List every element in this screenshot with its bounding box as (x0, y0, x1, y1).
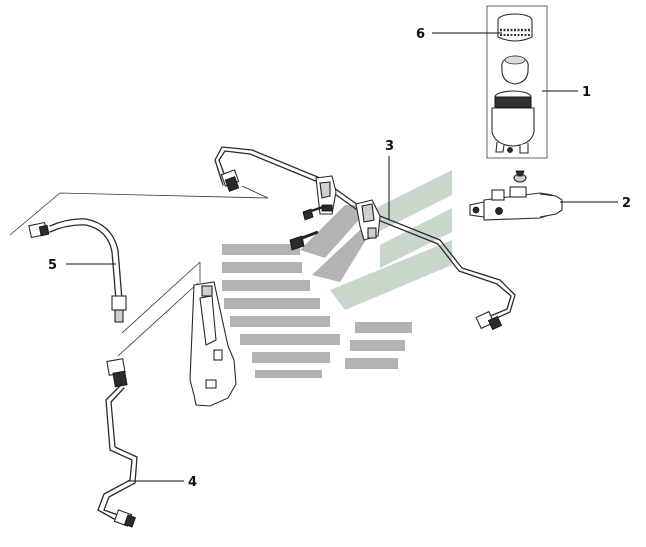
bolt (289, 230, 319, 251)
callout-label: 3 (385, 139, 394, 154)
assembly-lines (9, 185, 269, 357)
reservoir-assembly (486, 5, 548, 159)
callout-label: 1 (582, 85, 591, 100)
watermark-logo (222, 170, 452, 378)
callout-label: 4 (188, 475, 197, 490)
master-cylinder (469, 170, 563, 221)
callout-1: 1 (542, 85, 591, 100)
callout-label: 2 (622, 196, 631, 211)
callout-4: 4 (128, 475, 197, 490)
rigid-pipe (214, 146, 516, 331)
pipe-brackets (315, 175, 381, 241)
mounting-bracket (189, 281, 237, 407)
reservoir-diaphragm (501, 55, 529, 85)
callout-5: 5 (48, 258, 116, 273)
bolt (302, 204, 327, 221)
callout-label: 5 (48, 258, 57, 273)
callout-3: 3 (385, 139, 394, 220)
reservoir-cap (497, 13, 533, 42)
callout-6: 6 (416, 27, 502, 42)
lower-pipe (97, 358, 138, 528)
callout-2: 2 (560, 196, 631, 211)
reservoir-body (491, 90, 535, 154)
flexible-hose (28, 218, 127, 323)
callout-label: 6 (416, 27, 425, 42)
